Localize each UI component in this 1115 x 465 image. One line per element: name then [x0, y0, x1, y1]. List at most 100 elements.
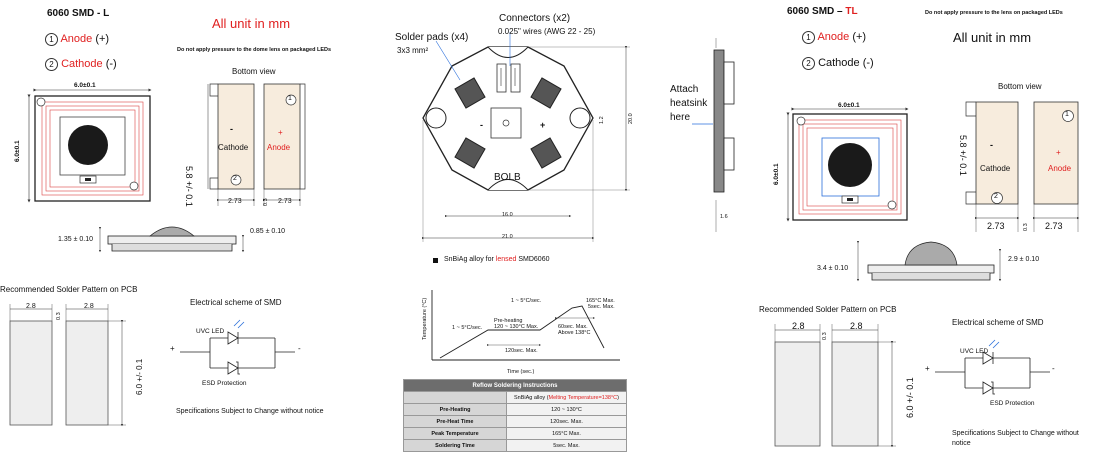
heatsink-line3: here	[670, 112, 691, 123]
table-row: Pre-Heat Time 120sec. Max.	[403, 415, 627, 428]
left-height-body: 0.85 ± 0.10	[250, 228, 285, 235]
right-pad-height: 5.8 +/- 0.1	[958, 135, 968, 176]
heatsink-line2: heatsink	[670, 98, 708, 109]
reflow-table: Reflow Soldering Instructions SnBiAg all…	[403, 379, 627, 452]
pre120-label: 120sec. Max.	[505, 348, 538, 354]
right-solder-w1: 2.8	[792, 321, 805, 331]
dim-right: 20.0	[628, 113, 634, 124]
right-spec-note-line1: Specifications Subject to Change without	[952, 430, 1079, 437]
table-row-value: 120 ~ 130°C	[506, 403, 627, 416]
left-pressure-note: Do not apply pressure to the dome lens o…	[177, 47, 332, 53]
left-solder-w2: 2.8	[84, 303, 94, 310]
ramp1-label: 1 ~ 5°C/sec.	[452, 325, 483, 331]
table-row-label: Soldering Time	[403, 439, 507, 452]
above-line2: Above 138°C	[558, 330, 591, 336]
star-board	[421, 32, 630, 242]
left-esd-label: ESD Protection	[202, 380, 247, 387]
table-row: Soldering Time 5sec. Max.	[403, 439, 627, 452]
left-solder-pattern	[9, 304, 126, 427]
right-pin1-label: Anode	[817, 31, 850, 43]
right-electrical-scheme	[935, 339, 1050, 395]
dim-inner: 16.0	[502, 212, 513, 218]
right-solder-h: 6.0 +/- 0.1	[905, 377, 915, 418]
solder-pads-label: Solder pads (x4)	[395, 32, 469, 43]
right-dim-side: 6.0±0.1	[773, 163, 780, 185]
left-title: 6060 SMD - L	[47, 8, 110, 19]
ramp2-label: 1 ~ 5°C/sec.	[511, 298, 542, 304]
right-pin2-sign: (-)	[862, 57, 874, 69]
reflow-table-alloy-row: SnBiAg alloy (Melting Temperature=138°C)	[403, 391, 627, 404]
right-height-body: 2.9 ± 0.10	[1008, 256, 1040, 263]
left-scheme-title: Electrical scheme of SMD	[190, 298, 282, 307]
left-bottom-view	[207, 83, 306, 206]
right-height-dome: 3.4 ± 0.10	[817, 265, 849, 272]
right-cathode-sign: -	[990, 140, 993, 150]
table-row-label: Peak Temperature	[403, 427, 507, 440]
left-solder-title: Recommended Solder Pattern on PCB	[0, 285, 138, 294]
left-pin2-sign: (-)	[105, 58, 117, 70]
dim-outer: 21.0	[502, 234, 513, 240]
left-solder-h: 6.0 +/- 0.1	[135, 358, 144, 395]
table-row-value: 165°C Max.	[506, 427, 627, 440]
left-pin2-row: 2 Cathode (-)	[45, 58, 117, 71]
right-pin2-number: 2	[802, 57, 815, 70]
right-esd-label: ESD Protection	[990, 400, 1035, 407]
right-solder-pattern	[774, 324, 896, 448]
left-pad-height: 5.8 +/- 0.1	[184, 166, 194, 207]
table-row-label: Pre-Heat Time	[403, 415, 507, 428]
max-line1: 165°C Max.	[586, 298, 615, 304]
preheat-line2: 120 ~ 130°C Max.	[494, 324, 539, 330]
dim-side: 1.6	[720, 214, 728, 220]
right-pin1-row: 1 Anode (+)	[802, 31, 866, 44]
table-row: Peak Temperature 165°C Max.	[403, 427, 627, 440]
left-dim-pad-w2: 2.73	[278, 198, 292, 205]
right-dim-pad-w1: 2.73	[987, 221, 1005, 231]
connectors-label: Connectors (x2)	[499, 13, 571, 24]
left-pin2-label: Cathode	[61, 58, 103, 70]
right-solder-w2: 2.8	[850, 321, 863, 331]
left-dim-top: 6.0±0.1	[74, 82, 96, 89]
board-bolb-label: BOLB	[494, 172, 521, 183]
right-title: 6060 SMD – TL	[787, 6, 858, 17]
left-cathode-label: Cathode	[218, 143, 249, 152]
dim-small: 1.2	[599, 116, 605, 124]
table-row: Pre-Heating 120 ~ 130°C	[403, 403, 627, 416]
alloy-caption: SnBiAg alloy for lensed SMD6060	[444, 256, 550, 263]
left-package-top-view	[27, 88, 152, 203]
left-pin1-row: 1 Anode (+)	[45, 33, 109, 46]
board-minus-sign: -	[480, 120, 483, 130]
right-pin1-sign: (+)	[852, 31, 867, 43]
heatsink-line1: Attach	[670, 84, 699, 95]
left-pin1-sign: (+)	[95, 33, 110, 45]
left-solder-w1: 2.8	[26, 303, 36, 310]
left-cathode-sign: -	[230, 124, 233, 134]
right-solder-gap: 0.3	[822, 332, 828, 340]
left-uvc-label: UVC LED	[196, 328, 225, 335]
right-marker-1: 1	[1065, 111, 1069, 118]
above-line1: 60sec. Max.	[558, 324, 588, 330]
left-solder-gap: 0.3	[56, 312, 62, 320]
table-row-value: 5sec. Max.	[506, 439, 627, 452]
reflow-table-header-row: Reflow Soldering Instructions	[403, 379, 627, 392]
time-axis-label: Time (sec.)	[507, 369, 535, 375]
right-title-prefix: 6060 SMD –	[787, 6, 843, 17]
right-bottom-view	[965, 101, 1080, 232]
left-dim-side: 6.0±0.1	[14, 140, 21, 162]
right-uvc-label: UVC LED	[960, 348, 989, 355]
left-bottom-view-label: Bottom view	[232, 67, 276, 76]
left-units: All unit in mm	[212, 16, 291, 31]
max-line2: 5sec. Max.	[588, 304, 615, 310]
right-dim-top: 6.0±0.1	[838, 102, 860, 109]
left-scheme-minus: -	[298, 344, 301, 353]
right-scheme-title: Electrical scheme of SMD	[952, 318, 1044, 327]
reflow-table-alloy: SnBiAg alloy (Melting Temperature=138°C)	[506, 391, 627, 404]
right-solder-title: Recommended Solder Pattern on PCB	[759, 305, 897, 314]
left-marker-2: 2	[233, 175, 237, 182]
alloy-suffix: SMD6060	[518, 256, 550, 263]
right-pin2-label: Cathode	[818, 57, 860, 69]
preheat-line1: Pre-heating	[494, 318, 523, 324]
left-height-dome: 1.35 ± 0.10	[58, 236, 93, 243]
right-package-top-view	[786, 107, 909, 222]
left-side-profile	[98, 226, 245, 253]
